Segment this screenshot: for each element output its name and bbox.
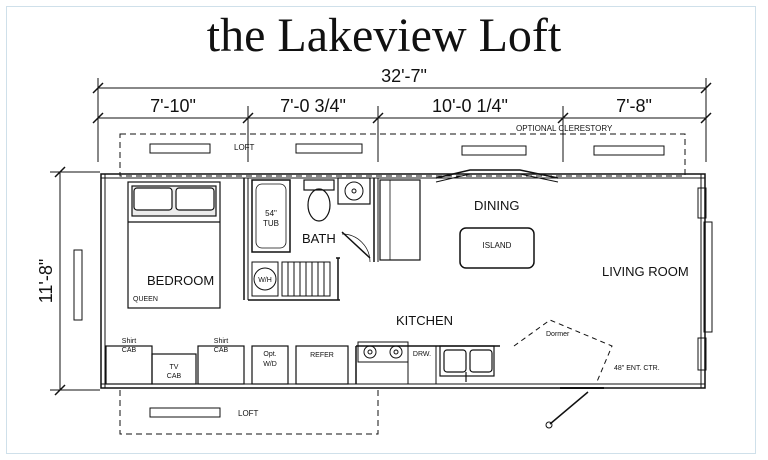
tv-cab-label-line1: TV: [170, 364, 179, 371]
dimension-segment-1: 7'-10": [150, 96, 196, 116]
island: [459, 227, 535, 269]
kitchen-label: KITCHEN: [396, 313, 453, 328]
overall-dimension: 32'-7": [381, 66, 427, 86]
tv-cab: [151, 353, 197, 385]
entry-label: 48" ENT. CTR.: [614, 365, 660, 372]
shirt-cab-2-label-line1: Shirt: [214, 338, 228, 345]
drawer-label: DRW.: [413, 351, 431, 358]
island-label: ISLAND: [483, 241, 512, 250]
lower-loft-outline: [119, 387, 379, 435]
dormer-outline: [513, 319, 613, 385]
bath-sink: [337, 177, 371, 205]
bedroom-label: BEDROOM: [147, 273, 214, 288]
queen-label: QUEEN: [133, 296, 158, 303]
clerestory-label: OPTIONAL CLERESTORY: [516, 124, 613, 133]
interior-walls: [243, 178, 379, 301]
depth-dimension: 11'-8": [36, 259, 56, 304]
water-heater: [251, 261, 279, 297]
shirt-cab-2-label-line2: CAB: [214, 347, 229, 354]
dining-label: DINING: [474, 198, 520, 213]
stairs: [281, 261, 331, 297]
range: [357, 341, 409, 363]
tub-label-line1: 54": [265, 209, 277, 218]
tub-label-line2: TUB: [263, 219, 279, 228]
dimension-segment-4: 7'-8": [616, 96, 652, 116]
queen-bed: [127, 181, 221, 309]
refrigerator: [295, 345, 349, 385]
tub: [251, 179, 291, 253]
toilet: [303, 179, 335, 191]
living-room-label: LIVING ROOM: [602, 264, 689, 279]
shirt-cab-1-label-line1: Shirt: [122, 338, 136, 345]
depth-dimension-line: [50, 166, 100, 396]
drawer-cabinet: [407, 345, 437, 385]
opt-wd: [251, 345, 289, 385]
upper-loft-outline: [119, 133, 686, 177]
dimension-segment-2: 7'-0 3/4": [280, 96, 346, 116]
shirt-cab-2: [197, 345, 245, 385]
overall-dimension-line: [92, 78, 712, 162]
loft-bottom-label: LOFT: [238, 409, 259, 418]
plan-title: the Lakeview Loft: [206, 9, 562, 62]
dormer-label: Dormer: [546, 331, 570, 338]
opt-wd-label-line1: Opt.: [263, 351, 276, 358]
kitchen-sink: [439, 345, 495, 382]
water-heater-label: W/H: [258, 277, 272, 284]
bath-label: BATH: [302, 231, 336, 246]
dimension-segment-3: 10'-0 1/4": [432, 96, 508, 116]
image-frame: [6, 6, 756, 454]
exterior-walls: [100, 173, 706, 389]
tv-cab-label-line2: CAB: [167, 373, 182, 380]
shirt-cab-1-label-line2: CAB: [122, 347, 137, 354]
refer-label: REFER: [310, 352, 334, 359]
opt-wd-label-line2: W/D: [263, 361, 277, 368]
loft-top-label: LOFT: [234, 143, 255, 152]
